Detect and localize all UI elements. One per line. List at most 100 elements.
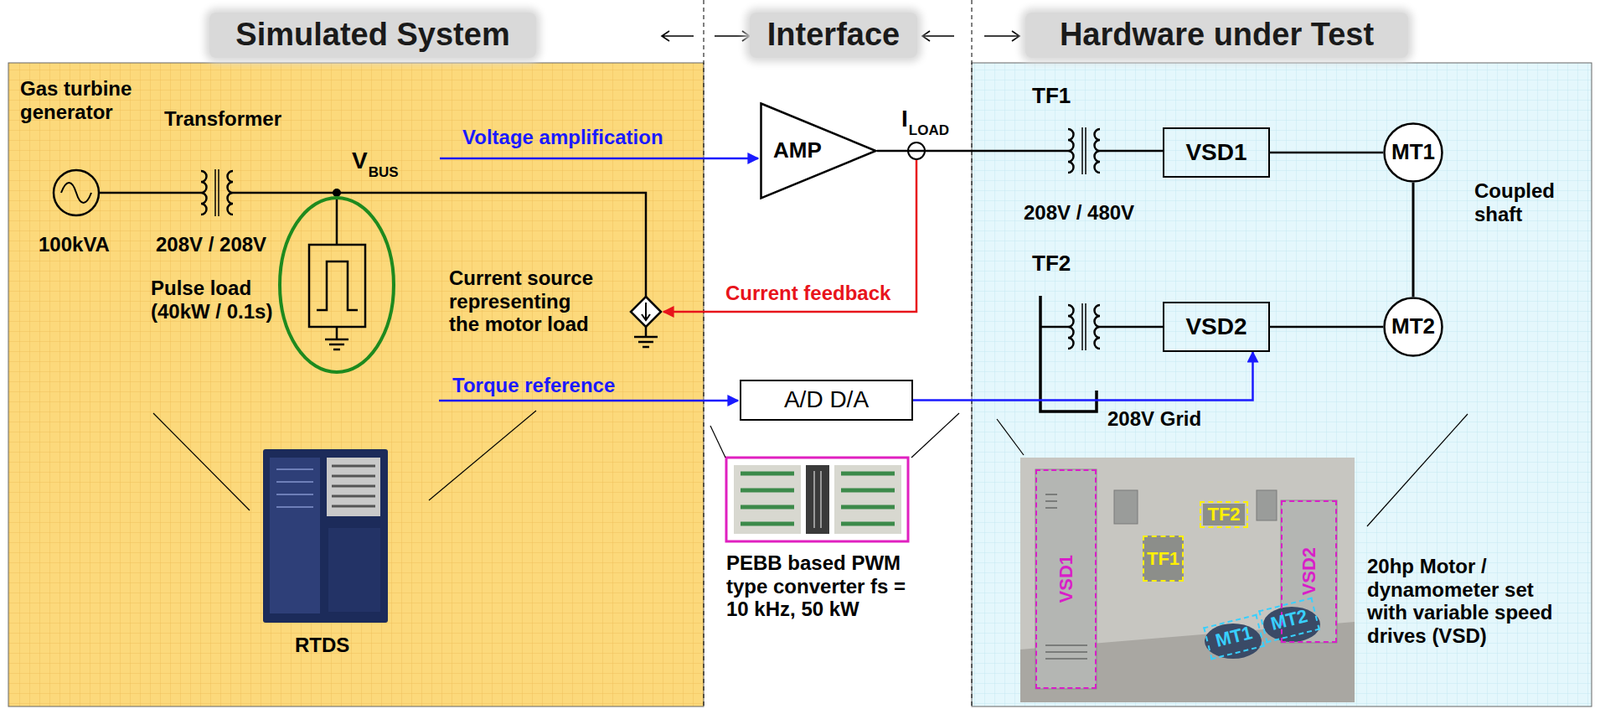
leader-line xyxy=(153,412,250,511)
wire xyxy=(335,192,339,245)
source-arrow xyxy=(641,302,651,320)
rtds-photo xyxy=(263,449,388,623)
signal-name: I xyxy=(901,105,909,133)
boundary-line xyxy=(703,0,705,709)
node-label: VSD2 xyxy=(1298,547,1320,595)
transformer-core xyxy=(1082,127,1086,175)
wire xyxy=(877,149,1069,153)
switch-box-picture xyxy=(1114,490,1138,524)
amplifier-triangle: AMP xyxy=(759,102,878,200)
photo-callout: TF1 xyxy=(1142,535,1184,582)
component-label: TF2 xyxy=(1032,251,1071,277)
connector xyxy=(1412,182,1415,297)
board-parts xyxy=(740,473,895,524)
device-label: PEBB based PWM type converter fs = 10 kH… xyxy=(726,551,911,621)
node-label: VSD1 xyxy=(1055,554,1077,603)
rtds-slots xyxy=(331,465,376,506)
motor-circle: MT2 xyxy=(1383,296,1444,357)
pulse-symbol xyxy=(316,261,358,310)
connector xyxy=(1269,325,1384,329)
signal-label: Torque reference xyxy=(452,373,615,398)
header-arrow xyxy=(714,30,750,42)
node-label: Interface xyxy=(767,16,900,54)
circuit-board xyxy=(805,464,830,534)
highlight-ellipse xyxy=(279,197,394,372)
wire xyxy=(1099,325,1163,329)
voltage-label: 208V / 480V xyxy=(1023,201,1135,225)
node-outline xyxy=(1384,123,1443,182)
grid-bus-bar xyxy=(1040,295,1097,412)
ground-symbol xyxy=(634,326,658,347)
transformer-coil xyxy=(1094,304,1101,349)
drive-box: VSD1 xyxy=(1162,127,1270,178)
device-label: RTDS xyxy=(294,633,350,657)
signal-name: V xyxy=(351,147,368,175)
torque-signal-line xyxy=(438,399,739,403)
section-header: Interface xyxy=(749,12,918,58)
switch-box-picture xyxy=(1256,490,1277,521)
ground-symbol xyxy=(325,326,349,350)
rtds-door xyxy=(328,527,381,612)
component-label: Pulse load (40kW / 0.1s) xyxy=(150,276,285,323)
voltage-signal-line xyxy=(439,157,759,160)
leader-line xyxy=(911,412,960,458)
component-label: Gas turbine generator xyxy=(20,77,155,124)
node-label: Simulated System xyxy=(235,16,510,54)
boundary-line xyxy=(971,0,973,709)
lab-photo xyxy=(1020,457,1355,702)
signal-subscript: LOAD xyxy=(908,122,950,140)
leader-line xyxy=(996,418,1024,455)
generator-symbol xyxy=(53,170,99,216)
wire xyxy=(98,191,202,195)
wire xyxy=(1099,149,1163,153)
pulse-load-box xyxy=(309,244,366,327)
node-label: MT2 xyxy=(1391,314,1435,340)
signal-label: Voltage amplification xyxy=(462,125,664,150)
node-label: MT2 xyxy=(1269,604,1311,635)
transformer-coil xyxy=(227,170,233,215)
drive-box: VSD2 xyxy=(1162,301,1270,352)
transformer-core xyxy=(215,169,219,217)
node-label: MT1 xyxy=(1391,139,1435,166)
node-label: MT1 xyxy=(1213,621,1255,651)
rtds-slots xyxy=(276,469,314,507)
leader-line xyxy=(1367,413,1468,527)
wire xyxy=(1040,325,1069,329)
connector xyxy=(1269,151,1384,155)
device-label: 20hp Motor / dynamometer set with variab… xyxy=(1367,554,1562,647)
section-header: Simulated System xyxy=(209,12,537,58)
pebb-photo xyxy=(726,457,909,542)
board-parts xyxy=(814,470,821,528)
node-outline xyxy=(761,103,877,199)
transformer-picture xyxy=(1202,503,1245,526)
header-arrow xyxy=(984,30,1020,42)
transformer-coil xyxy=(1068,304,1074,349)
node-label: AMP xyxy=(773,138,822,164)
node-label: Hardware under Test xyxy=(1059,16,1374,54)
current-source-symbol xyxy=(630,296,661,327)
node-label: VSD2 xyxy=(1185,313,1247,341)
hardware-panel xyxy=(971,62,1592,707)
section-header: Hardware under Test xyxy=(1025,12,1409,58)
node-label: TF2 xyxy=(1207,503,1240,525)
component-label: Coupled shaft xyxy=(1474,179,1580,226)
sine-wave xyxy=(61,182,92,203)
node-label: A/D D/A xyxy=(784,386,869,413)
cabinet-picture xyxy=(1035,469,1097,689)
transformer-picture xyxy=(1142,535,1184,582)
transformer-coil xyxy=(201,170,207,215)
component-label: Transformer xyxy=(164,107,282,131)
header-arrow xyxy=(661,30,694,42)
voltage-label: 208V / 208V xyxy=(155,232,267,257)
leader-line xyxy=(428,410,537,501)
current-sensor xyxy=(908,142,925,160)
signal-subscript: BUS xyxy=(368,164,399,181)
rating-label: 100kVA xyxy=(38,232,110,257)
rtds-door xyxy=(269,457,320,614)
leader-line xyxy=(710,425,726,458)
connector xyxy=(913,351,1254,401)
transformer-coil xyxy=(1068,129,1074,173)
converter-box: A/D D/A xyxy=(739,379,914,421)
rtds-panel xyxy=(326,457,381,517)
header-arrow xyxy=(922,30,955,42)
